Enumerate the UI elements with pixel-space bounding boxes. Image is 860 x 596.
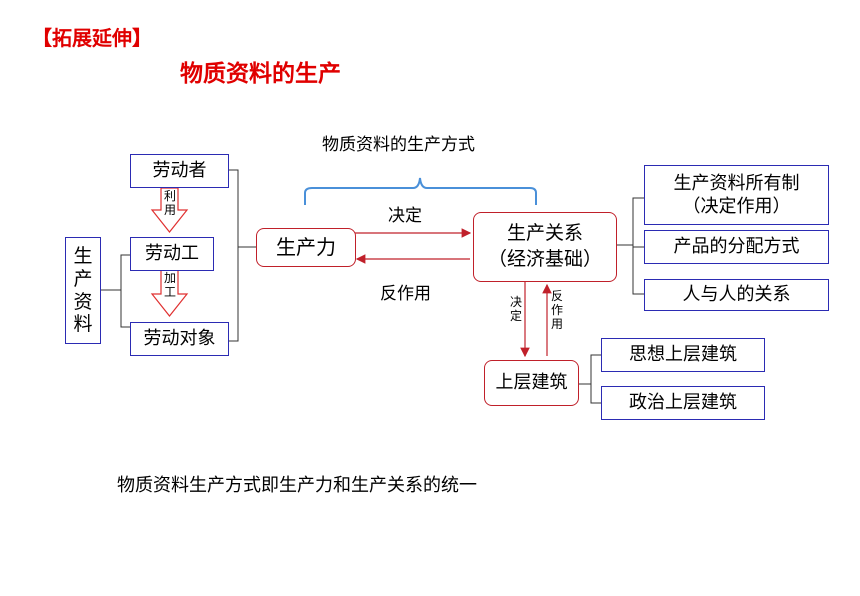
mode-title: 物质资料的生产方式 [322, 135, 475, 155]
relations-ownership-box: 生产资料所有制 （决定作用） [644, 165, 829, 225]
productive-forces-box: 生产力 [256, 228, 356, 267]
react-small-label: 反 作 用 [550, 289, 563, 331]
superstructure-box: 上层建筑 [484, 360, 579, 406]
political-superstructure-box: 政治上层建筑 [601, 386, 765, 420]
react-label: 反作用 [380, 284, 431, 304]
super-bracket [590, 354, 601, 404]
relations-bracket [632, 197, 644, 295]
section-tag: 【拓展延伸】 [32, 26, 152, 50]
summary-text: 物质资料生产方式即生产力和生产关系的统一 [117, 475, 477, 496]
relations-distribution-box: 产品的分配方式 [644, 230, 829, 264]
factor-bracket-right [229, 169, 239, 342]
process-label: 加 工 [163, 271, 176, 299]
tool-box: 劳动工 [130, 237, 214, 271]
factor-bracket-left [120, 254, 131, 328]
means-of-production-box: 生 产 资 料 [65, 237, 101, 344]
ideological-superstructure-box: 思想上层建筑 [601, 338, 765, 372]
labor-object-box: 劳动对象 [130, 322, 229, 356]
decide-small-label: 决 定 [509, 295, 522, 323]
use-label: 利 用 [163, 189, 176, 217]
page-title: 物质资料的生产 [180, 61, 341, 87]
use-arrow [150, 187, 189, 233]
relations-people-box: 人与人的关系 [644, 279, 829, 311]
process-arrow [150, 269, 189, 317]
mode-brace [304, 177, 537, 205]
decide-label: 决定 [388, 206, 422, 226]
relations-box: 生产关系 （经济基础） [473, 212, 617, 282]
laborer-box: 劳动者 [130, 154, 229, 188]
